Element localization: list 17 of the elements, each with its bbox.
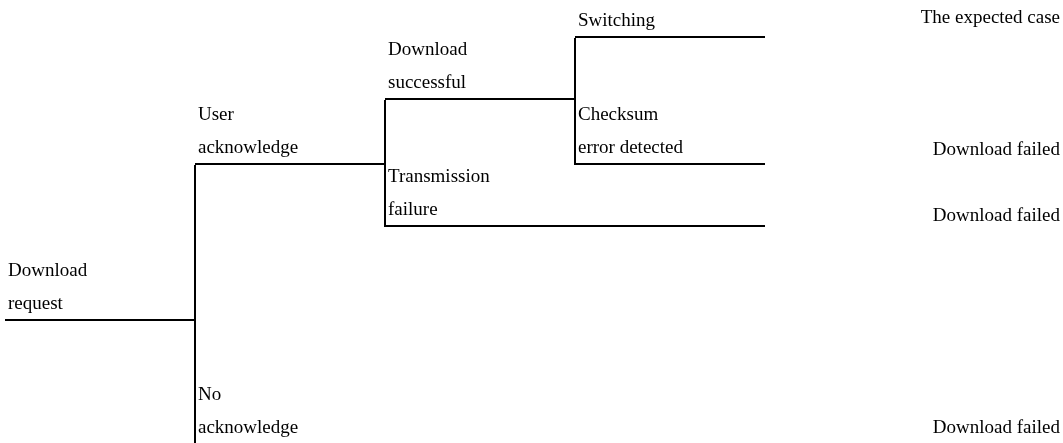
- branch-connector: [384, 164, 386, 228]
- branch-connector: [574, 37, 576, 101]
- branch-connector: [384, 99, 386, 166]
- event-label: Checksum error detected: [578, 102, 684, 159]
- branch-connector: [194, 164, 196, 322]
- event-label: Transmission failure: [388, 164, 491, 221]
- event-label: User acknowledge: [198, 102, 300, 159]
- outcome-label: Download failed: [932, 203, 1060, 227]
- event-label: No acknowledge: [198, 382, 300, 439]
- event-label: Download request: [8, 258, 89, 315]
- branch-connector: [574, 99, 576, 166]
- outcome-label: Download failed: [932, 415, 1060, 439]
- branch-connector: [194, 320, 196, 443]
- event-label: Download successful: [388, 37, 469, 94]
- outcome-label: Download failed: [932, 137, 1060, 161]
- event-label: Switching: [578, 8, 657, 32]
- outcome-label: The expected case: [920, 5, 1060, 29]
